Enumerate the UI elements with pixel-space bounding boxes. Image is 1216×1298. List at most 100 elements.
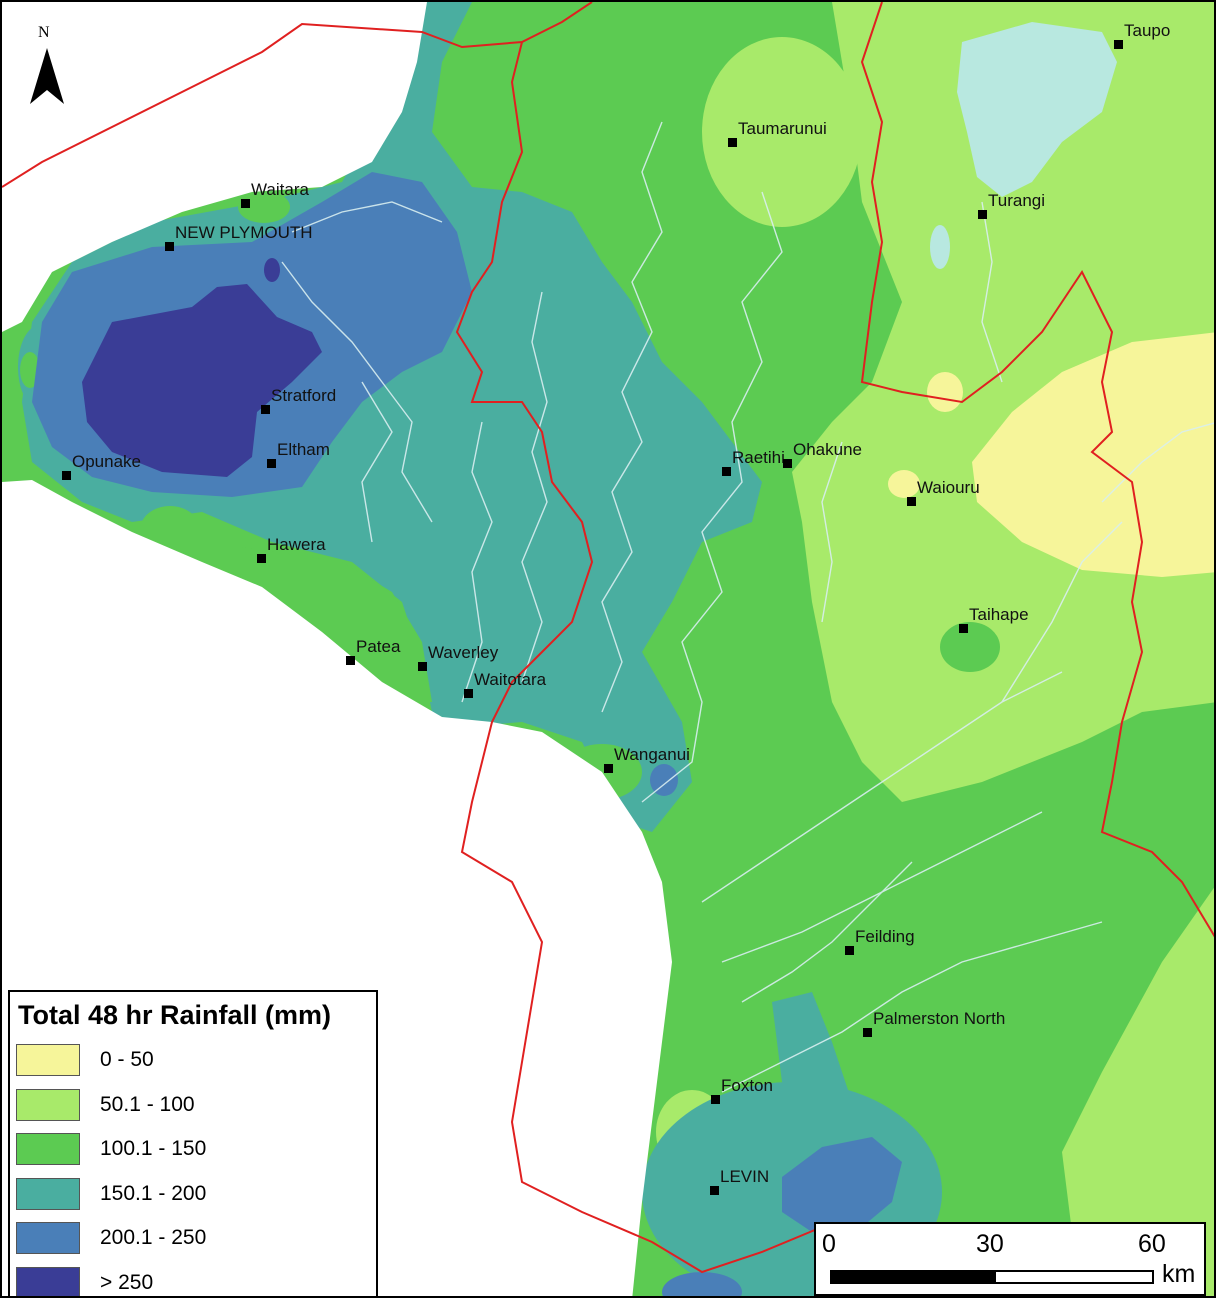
- town-marker: [261, 405, 270, 414]
- town-label: Wanganui: [614, 745, 690, 764]
- zone-0-50-spot1: [927, 372, 963, 412]
- town-marker: [845, 946, 854, 955]
- legend-row: 50.1 - 100: [16, 1088, 356, 1125]
- legend-swatch: [16, 1177, 80, 1210]
- scale-tick-60: 60: [1138, 1230, 1166, 1258]
- town-label: Taupo: [1124, 21, 1170, 40]
- legend-row: 0 - 50: [16, 1044, 356, 1080]
- town-waitara: Waitara: [241, 180, 309, 208]
- legend-label: 200.1 - 250: [100, 1226, 207, 1249]
- zone-0-50-spot2: [888, 470, 920, 498]
- town-label: Raetihi: [732, 448, 785, 467]
- town-label: Hawera: [267, 535, 326, 554]
- legend-label: 50.1 - 100: [100, 1092, 195, 1116]
- town-marker: [959, 624, 968, 633]
- scale-segment-white: [994, 1270, 1154, 1284]
- zone-0-50: [972, 332, 1214, 577]
- scale-tick-30: 30: [976, 1230, 1004, 1258]
- town-marker: [257, 554, 266, 563]
- town-marker: [907, 497, 916, 506]
- legend-row: > 250: [16, 1266, 356, 1296]
- scale-unit: km: [1162, 1260, 1196, 1288]
- town-hawera: Hawera: [257, 535, 326, 563]
- town-marker: [728, 138, 737, 147]
- town-marker: [978, 210, 987, 219]
- town-label: Waitara: [251, 180, 309, 199]
- town-feilding: Feilding: [845, 927, 915, 955]
- town-marker: [604, 764, 613, 773]
- lake-small: [930, 225, 950, 269]
- zone-200-250-wanganui-spot: [650, 764, 678, 796]
- town-marker: [710, 1186, 719, 1195]
- town-marker: [783, 459, 792, 468]
- regional-boundaries: [2, 2, 1214, 1274]
- town-opunake: Opunake: [62, 452, 141, 480]
- scale-segment-black: [830, 1270, 994, 1284]
- town-label: Patea: [356, 637, 401, 656]
- town-ohakune: Ohakune: [783, 440, 862, 468]
- scale-tick-0: 0: [822, 1230, 836, 1258]
- town-new-plymouth: NEW PLYMOUTH: [165, 223, 313, 251]
- town-label: Waiouru: [917, 478, 980, 497]
- town-label: Feilding: [855, 927, 915, 946]
- zone-100-150-spot: [835, 282, 859, 306]
- town-stratford: Stratford: [261, 386, 336, 414]
- legend-row: 100.1 - 150: [16, 1133, 356, 1169]
- town-patea: Patea: [346, 637, 401, 665]
- town-turangi: Turangi: [978, 191, 1045, 219]
- town-label: Taihape: [969, 605, 1029, 624]
- town-label: NEW PLYMOUTH: [175, 223, 313, 242]
- town-taupo: Taupo: [1114, 21, 1170, 49]
- legend-label: 0 - 50: [100, 1048, 154, 1071]
- legend-label: 150.1 - 200: [100, 1181, 207, 1205]
- town-label: Foxton: [721, 1076, 773, 1095]
- town-marker: [165, 242, 174, 251]
- town-marker: [346, 656, 355, 665]
- town-marker: [267, 459, 276, 468]
- town-label: Ohakune: [793, 440, 862, 459]
- north-arrow-icon: [30, 48, 64, 104]
- town-marker: [464, 689, 473, 698]
- zone-150-200-foxton-arm: [772, 992, 852, 1132]
- zone-200-250-bottom: [662, 1272, 742, 1296]
- zone-50-100-southeast: [1062, 887, 1214, 1296]
- legend-swatch: [16, 1088, 80, 1121]
- town-waitotara: Waitotara: [464, 670, 547, 698]
- zone-50-100-taumarunui: [702, 37, 862, 227]
- zone-100-150-patea: [242, 547, 432, 702]
- zone-over-250: [82, 284, 322, 477]
- town-waiouru: Waiouru: [907, 478, 980, 506]
- legend-swatch: [16, 1222, 80, 1254]
- lake-taupo: [957, 22, 1117, 197]
- zone-over-250-spot: [264, 258, 280, 282]
- legend-title: Total 48 hr Rainfall (mm): [18, 1000, 332, 1030]
- town-marker: [62, 471, 71, 480]
- zone-100-150-waitara: [238, 191, 290, 223]
- town-marker: [711, 1095, 720, 1104]
- zone-100-150-taihape: [940, 622, 1000, 672]
- town-marker: [241, 199, 250, 208]
- zone-150-200-central: [22, 2, 762, 832]
- sea-north: [2, 2, 427, 332]
- town-taumarunui: Taumarunui: [728, 119, 827, 147]
- town-marker: [1114, 40, 1123, 49]
- legend-swatch: [16, 1266, 80, 1296]
- legend-swatch: [16, 1133, 80, 1165]
- town-label: Eltham: [277, 440, 330, 459]
- town-label: Turangi: [988, 191, 1045, 210]
- legend-label: 100.1 - 150: [100, 1137, 207, 1160]
- town-taihape: Taihape: [959, 605, 1029, 633]
- town-wanganui: Wanganui: [604, 745, 690, 773]
- town-waverley: Waverley: [418, 643, 499, 671]
- town-label: LEVIN: [720, 1167, 769, 1186]
- rivers: [281, 121, 1214, 1093]
- town-label: Stratford: [271, 386, 336, 405]
- legend-row: 200.1 - 250: [16, 1222, 356, 1258]
- town-label: Waitotara: [474, 670, 547, 689]
- zone-200-250-levin: [782, 1137, 902, 1232]
- town-marker: [863, 1028, 872, 1037]
- town-label: Opunake: [72, 452, 141, 471]
- town-eltham: Eltham: [267, 440, 330, 468]
- scale-bar: 0 30 60 km: [814, 1222, 1206, 1296]
